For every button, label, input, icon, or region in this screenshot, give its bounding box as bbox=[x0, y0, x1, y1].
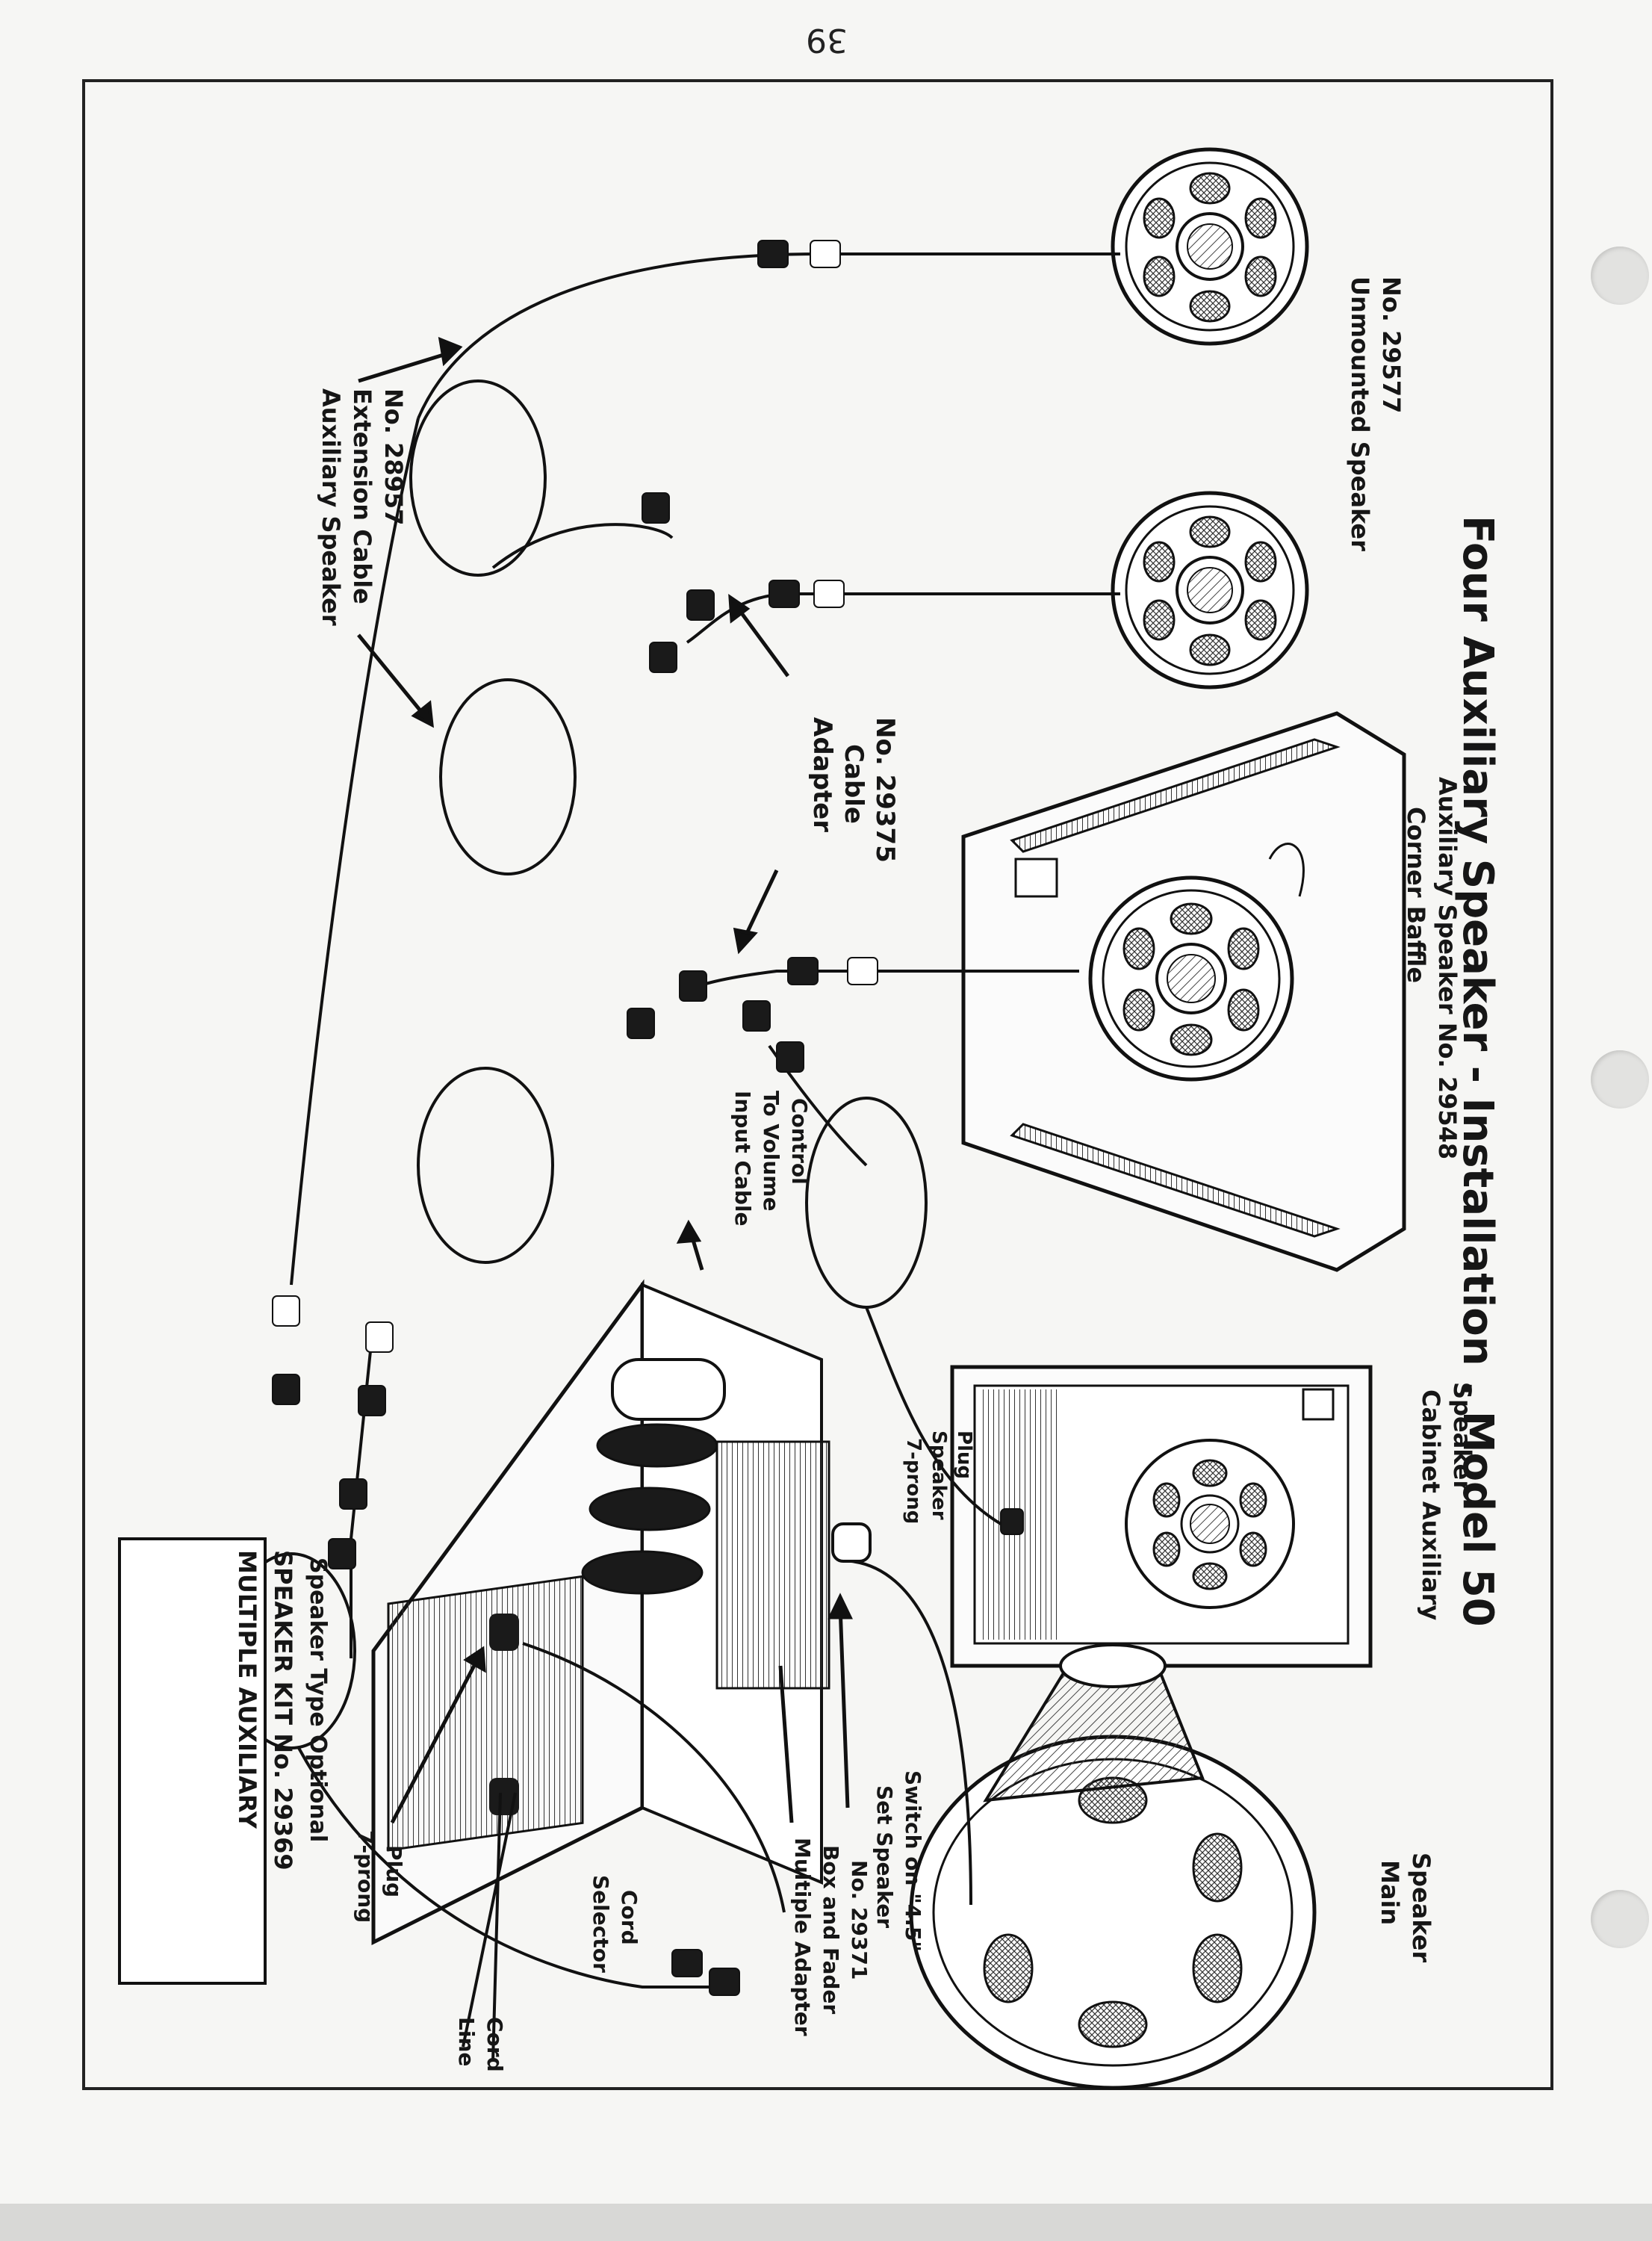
label-unmounted-speaker-2: No. 29577 bbox=[1377, 276, 1406, 413]
svg-text:Line Cord: Line Cord bbox=[454, 2017, 507, 2074]
label-input-cable-2: To Volume bbox=[759, 1091, 783, 1211]
label-corner-baffle-1: Corner Baffle bbox=[1402, 807, 1430, 983]
svg-text:Unmounted Speaker No.: Unmounted Speaker No. 29577 bbox=[1346, 276, 1406, 560]
label-set-speaker-switch-1: Set Speaker bbox=[872, 1785, 897, 1928]
label-seven-prong-speaker-plug-2: Speaker bbox=[928, 1431, 950, 1520]
label-corner-baffle-2: Auxiliary Speaker No. 29548 bbox=[1433, 777, 1462, 1159]
label-adapter-box-1: Multiple Adapter bbox=[790, 1838, 815, 2036]
diagram-frame bbox=[82, 79, 1553, 2090]
label-line-cord-1: Line bbox=[454, 2017, 479, 2066]
svg-text:7-prong Plug: 7-prong Plug bbox=[353, 1830, 406, 1930]
kit-box-line-2: SPEAKER KIT No. 29369 bbox=[269, 1550, 297, 1870]
cabinet-speaker-icon bbox=[950, 1365, 1373, 1668]
label-input-cable-1: Input Cable bbox=[730, 1091, 755, 1227]
svg-text:MULTIPLE AUXILIARY S: MULTIPLE AUXILIARY SPEAKER KIT No. 29369… bbox=[233, 1550, 331, 1879]
label-extension-cable-2: Extension Cable bbox=[348, 388, 376, 604]
svg-text:Main Speaker: Main Speaker bbox=[1376, 1853, 1435, 1962]
label-extension-cable-1: Auxiliary Speaker bbox=[317, 388, 345, 626]
svg-text:Set Speaker Switch on: Set Speaker Switch on "4.5" bbox=[872, 1770, 925, 1952]
diagram-labels: Four Auxiliary Speaker - Installation . … bbox=[118, 276, 1502, 2074]
svg-text:Multiple Adapter Box a: Multiple Adapter Box and Fader No. 29371 bbox=[790, 1838, 872, 2043]
label-cabinet-speaker-1: Cabinet Auxiliary bbox=[1417, 1389, 1445, 1620]
label-seven-prong-speaker-plug-3: Plug bbox=[953, 1431, 975, 1479]
label-line-cord-2: Cord bbox=[482, 2017, 507, 2072]
kit-box-line-3: Speaker Type Optional bbox=[305, 1557, 331, 1842]
amplifier-chassis-icon bbox=[371, 1279, 830, 1946]
label-seven-prong-speaker-plug-1: 7-prong bbox=[902, 1438, 925, 1524]
svg-text:Auxiliary Speaker Exte: Auxiliary Speaker Extension Cable No. 28… bbox=[317, 388, 408, 634]
binder-hole-bottom bbox=[1591, 1890, 1649, 1948]
label-seven-prong-plug-2: Plug bbox=[382, 1845, 406, 1897]
label-adapter-box-2: Box and Fader bbox=[819, 1845, 843, 2014]
svg-text:Corner Baffle Auxiliar: Corner Baffle Auxiliary Speaker No. 2954… bbox=[1402, 777, 1462, 1159]
label-unmounted-speaker-1: Unmounted Speaker bbox=[1346, 276, 1374, 551]
label-set-speaker-switch-2: Switch on "4.5" bbox=[901, 1770, 925, 1952]
svg-text:Cabinet Auxiliary Spea: Cabinet Auxiliary Speaker bbox=[1417, 1382, 1476, 1628]
label-selector-cord-2: Cord bbox=[617, 1890, 642, 1945]
unmounted-speaker-2-icon bbox=[1111, 491, 1309, 689]
callout-arrows bbox=[357, 337, 853, 1824]
label-extension-cable-3: No. 28957 bbox=[379, 388, 408, 525]
label-adapter-cable-1: Adapter bbox=[807, 717, 837, 832]
label-seven-prong-plug-1: 7-prong bbox=[353, 1830, 378, 1923]
label-input-cable-3: Control bbox=[787, 1098, 812, 1185]
unmounted-speaker-1-icon bbox=[1111, 147, 1309, 346]
label-adapter-cable-3: No. 29375 bbox=[870, 717, 900, 863]
scan-bottom-band bbox=[0, 2204, 1652, 2241]
corner-baffle-speaker-icon bbox=[961, 711, 1406, 1272]
kit-box-line-1: MULTIPLE AUXILIARY bbox=[233, 1550, 261, 1829]
connector-plugs bbox=[272, 240, 1024, 1996]
label-adapter-cable-2: Cable bbox=[839, 744, 869, 824]
diagram-title: Four Auxiliary Speaker - Installation . … bbox=[1453, 515, 1502, 1627]
binder-hole-top bbox=[1591, 247, 1649, 305]
label-selector-cord-1: Selector bbox=[589, 1875, 613, 1973]
label-main-speaker-1: Main bbox=[1376, 1860, 1404, 1925]
main-speaker-icon bbox=[909, 1643, 1317, 2090]
kit-box: MULTIPLE AUXILIARY SPEAKER KIT No. 29369… bbox=[118, 1537, 331, 1985]
svg-text:Selector Cord: Selector Cord bbox=[589, 1875, 642, 1980]
svg-text:Input Cable To Volume: Input Cable To Volume Control bbox=[730, 1091, 812, 1233]
label-main-speaker-2: Speaker bbox=[1407, 1853, 1435, 1962]
label-cabinet-speaker-2: Speaker bbox=[1448, 1382, 1476, 1492]
svg-text:Adapter Cable: Adapter Cable No. 29375 bbox=[807, 717, 900, 863]
binder-hole-middle bbox=[1591, 1050, 1649, 1109]
svg-text:7-prong Speaker: 7-prong Speaker Plug bbox=[902, 1431, 975, 1531]
label-adapter-box-3: No. 29371 bbox=[847, 1860, 872, 1980]
